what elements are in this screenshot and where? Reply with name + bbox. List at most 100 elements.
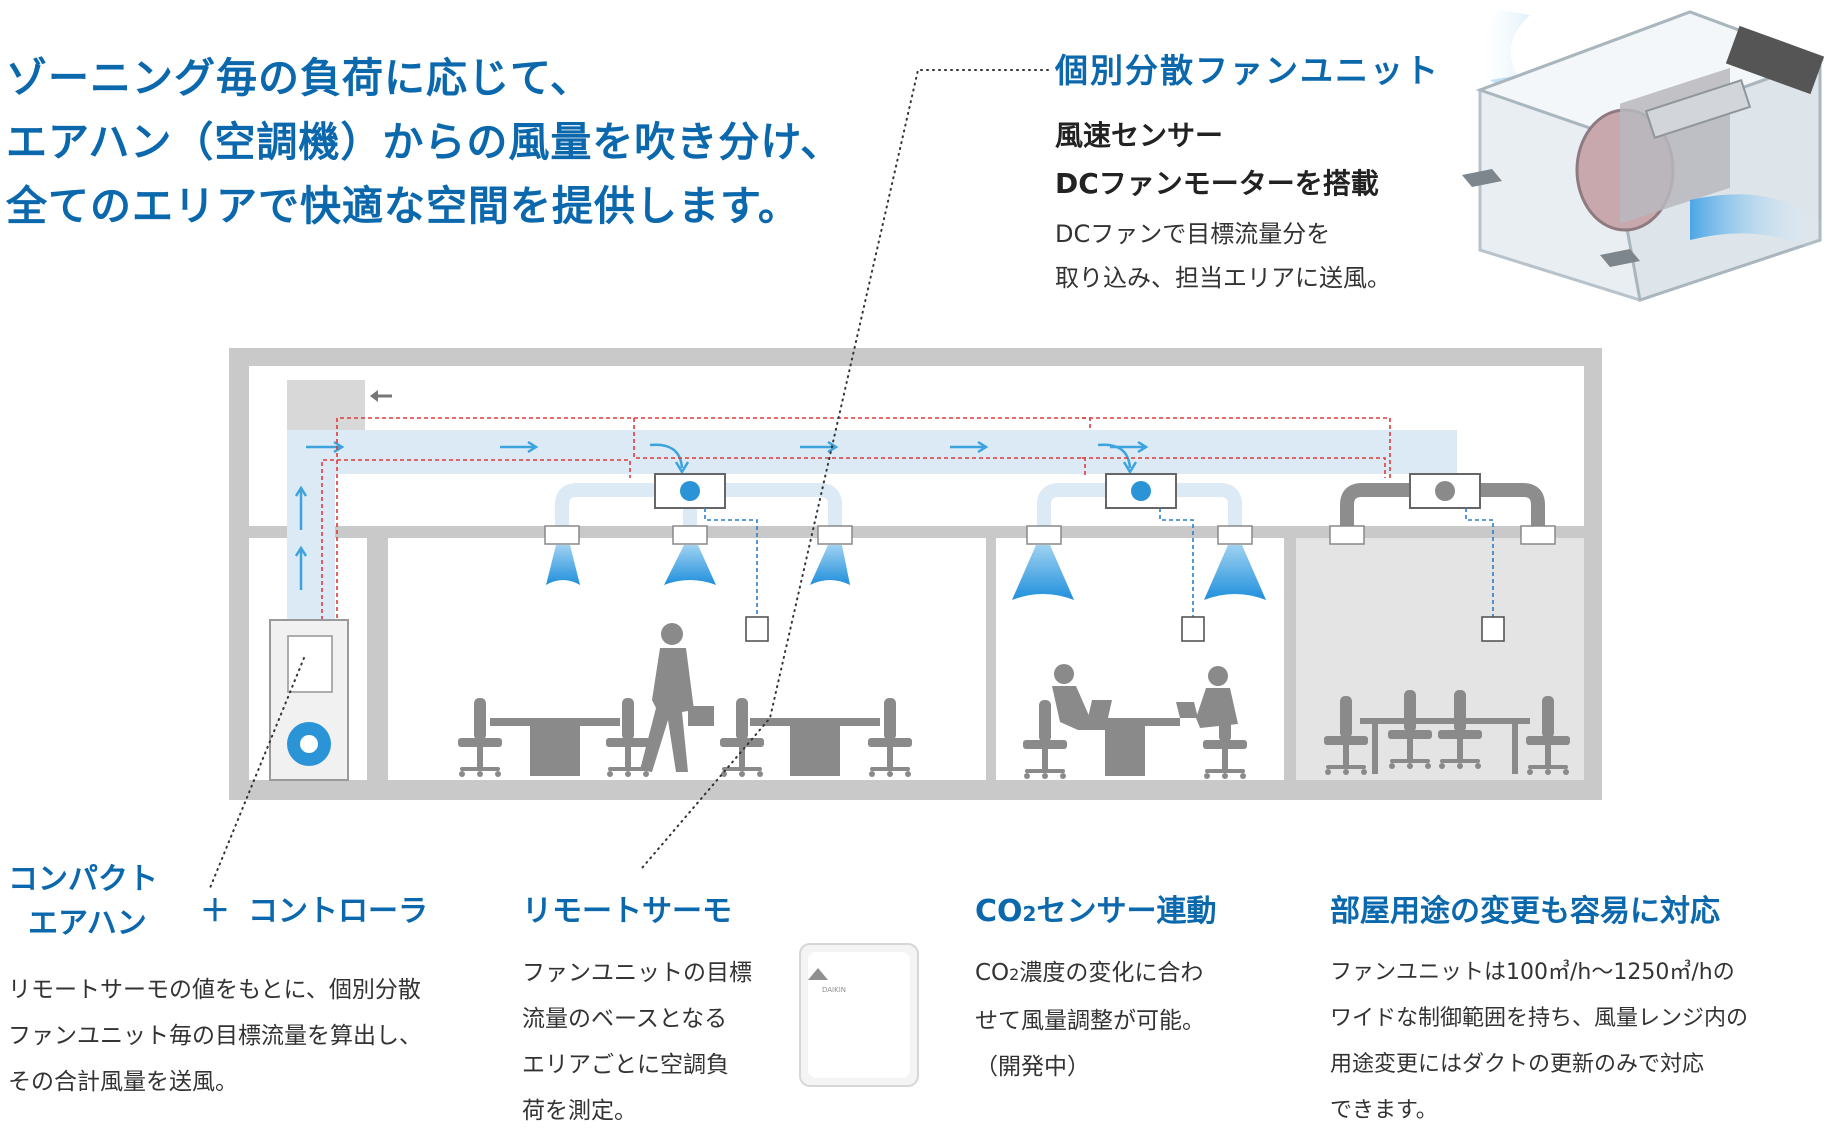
compact-ahu-description: リモートサーモの値をもとに、個別分散 ファンユニット毎の目標流量を算出し、 その… bbox=[8, 967, 422, 1105]
table-leg bbox=[530, 726, 580, 776]
room-change-description: ファンユニットは100㎥/h～1250㎥/hの ワイドな制御範囲を持ち、風量レン… bbox=[1330, 950, 1748, 1134]
daikin-brand-text: DAIKIN bbox=[822, 986, 846, 994]
co2-description: CO2濃度の変化に合わ せて風量調整が可能。 （開発中） bbox=[975, 950, 1205, 1090]
remote-thermo-device: DAIKIN bbox=[799, 943, 919, 1087]
laptop bbox=[1088, 700, 1112, 718]
co2-desc-subscript: 2 bbox=[1009, 965, 1020, 984]
compact-ahu-desc-line: リモートサーモの値をもとに、個別分散 bbox=[8, 977, 421, 1003]
controller-panel bbox=[287, 635, 333, 693]
table-leg bbox=[790, 726, 840, 776]
air-jet bbox=[546, 545, 580, 585]
co2-desc-suffix: 濃度の変化に合わ bbox=[1019, 960, 1204, 986]
ceiling-diffuser bbox=[544, 525, 580, 545]
compact-ahu-title-line: エアハン bbox=[28, 906, 147, 941]
fan-unit-zone-3 bbox=[1329, 473, 1556, 545]
table-leg bbox=[1512, 724, 1518, 774]
ceiling-diffuser bbox=[1329, 525, 1365, 545]
remote-thermo-desc-line: 流量のベースとなる bbox=[522, 1006, 728, 1032]
air-jet bbox=[664, 545, 716, 585]
fan-unit-desc-line: 取り込み、担当エリアに送風。 bbox=[1055, 264, 1391, 292]
return-arrow bbox=[370, 390, 392, 402]
mounting-bracket bbox=[1462, 169, 1502, 187]
remote-thermo-desc-line: ファンユニットの目標 bbox=[522, 960, 752, 986]
room-2-furniture bbox=[1023, 664, 1247, 779]
air-jet bbox=[1204, 545, 1266, 600]
table bbox=[490, 718, 620, 726]
air-jet bbox=[810, 545, 850, 585]
compact-ahu-title-line: コンパクト bbox=[8, 862, 158, 897]
remote-thermo-desc-line: エリアごとに空調負 bbox=[522, 1052, 729, 1078]
co2-desc-line: CO2濃度の変化に合わ bbox=[975, 950, 1205, 998]
controller-title: コントローラ bbox=[248, 894, 428, 929]
room-change-desc-line: ワイドな制御範囲を持ち、風量レンジ内の bbox=[1330, 1006, 1749, 1031]
room-change-desc-line: できます。 bbox=[1330, 1098, 1438, 1123]
co2-title: CO2センサー連動 bbox=[975, 886, 1216, 930]
fan-unit-subtitle: 風速センサー DCファンモーターを搭載 bbox=[1055, 112, 1379, 208]
compact-ahu-desc-line: ファンユニット毎の目標流量を算出し、 bbox=[8, 1023, 422, 1049]
fan-icon bbox=[1131, 481, 1151, 501]
remote-thermo-sensor bbox=[1181, 616, 1205, 642]
fan-icon bbox=[680, 481, 700, 501]
co2-desc-prefix: CO bbox=[975, 960, 1010, 986]
airflow-arrow bbox=[1097, 443, 1132, 469]
duct-system bbox=[287, 380, 1457, 620]
table bbox=[1360, 718, 1530, 724]
remote-thermo-description: ファンユニットの目標 流量のベースとなる エリアごとに空調負 荷を測定。 bbox=[522, 950, 752, 1134]
laptop bbox=[1176, 702, 1198, 718]
co2-desc-line: （開発中） bbox=[975, 1054, 1090, 1080]
building bbox=[229, 348, 1602, 800]
headline-line: ゾーニング毎の負荷に応じて、 bbox=[6, 54, 592, 102]
remote-thermo-desc-line: 荷を測定。 bbox=[522, 1098, 637, 1124]
fan-unit-zone-2 bbox=[1012, 473, 1266, 600]
ceiling-diffuser bbox=[817, 525, 853, 545]
co2-title-suffix: センサー連動 bbox=[1036, 894, 1217, 929]
remote-thermo-sensor bbox=[745, 616, 769, 642]
remote-thermo-sensor bbox=[1481, 616, 1505, 642]
airflow-glow bbox=[1690, 194, 1830, 260]
return-duct bbox=[287, 380, 365, 430]
main-duct bbox=[287, 430, 1457, 474]
table-leg bbox=[1372, 724, 1378, 774]
compact-ahu-title: コンパクト エアハン bbox=[8, 858, 158, 946]
airflow-arrow bbox=[294, 485, 308, 530]
sensor-wiring bbox=[704, 508, 1494, 617]
fan-unit-product bbox=[1462, 10, 1830, 302]
room-3-furniture bbox=[1324, 690, 1570, 775]
seated-person-silhouette bbox=[1052, 664, 1108, 730]
fan-unit-flange bbox=[1725, 25, 1825, 95]
air-jet bbox=[1012, 545, 1074, 600]
ceiling-diffuser bbox=[1520, 525, 1556, 545]
seated-person-silhouette bbox=[1196, 666, 1238, 728]
ceiling-diffuser bbox=[1217, 525, 1253, 545]
fan-unit-desc-line: DCファンで目標流量分を bbox=[1055, 220, 1331, 248]
co2-title-subscript: 2 bbox=[1022, 902, 1037, 926]
co2-title-prefix: CO bbox=[975, 894, 1023, 929]
fan-unit-description: DCファンで目標流量分を 取り込み、担当エリアに送風。 bbox=[1055, 212, 1391, 300]
fan-unit-zone-1 bbox=[544, 473, 853, 585]
control-wiring bbox=[321, 417, 1391, 660]
leader-lines bbox=[209, 69, 1049, 889]
fan-unit-subtitle-line: 風速センサー bbox=[1055, 119, 1224, 152]
room-change-desc-line: ファンユニットは100㎥/h～1250㎥/hの bbox=[1330, 960, 1735, 985]
table bbox=[750, 718, 880, 726]
compact-air-handler bbox=[269, 619, 349, 781]
compact-ahu-desc-line: その合計風量を送風。 bbox=[8, 1069, 238, 1095]
fan-unit-title: 個別分散ファンユニット bbox=[1055, 51, 1440, 90]
fan-unit-subtitle-line: DCファンモーターを搭載 bbox=[1055, 167, 1379, 200]
main-duct-end bbox=[1413, 430, 1457, 470]
room-change-desc-line: 用途変更にはダクトの更新のみで対応 bbox=[1330, 1052, 1705, 1077]
ceiling-diffuser bbox=[672, 525, 708, 545]
airflow-arrow bbox=[294, 545, 308, 590]
airflow-arrow bbox=[649, 443, 684, 469]
headline-line: 全てのエリアで快適な空間を提供します。 bbox=[6, 182, 800, 230]
remote-thermo-title: リモートサーモ bbox=[522, 894, 732, 929]
headline: ゾーニング毎の負荷に応じて、 エアハン（空調機）からの風量を吹き分け、 全てのエ… bbox=[6, 46, 866, 238]
room-1-furniture bbox=[458, 623, 912, 777]
headline-line: エアハン（空調機）からの風量を吹き分け、 bbox=[6, 118, 843, 166]
fan-unit-rail bbox=[1644, 78, 1752, 140]
fan-icon bbox=[1435, 481, 1455, 501]
mounting-bracket bbox=[1600, 249, 1640, 267]
remote-thermo-face bbox=[808, 952, 910, 1078]
daikin-logo-icon bbox=[808, 968, 828, 980]
